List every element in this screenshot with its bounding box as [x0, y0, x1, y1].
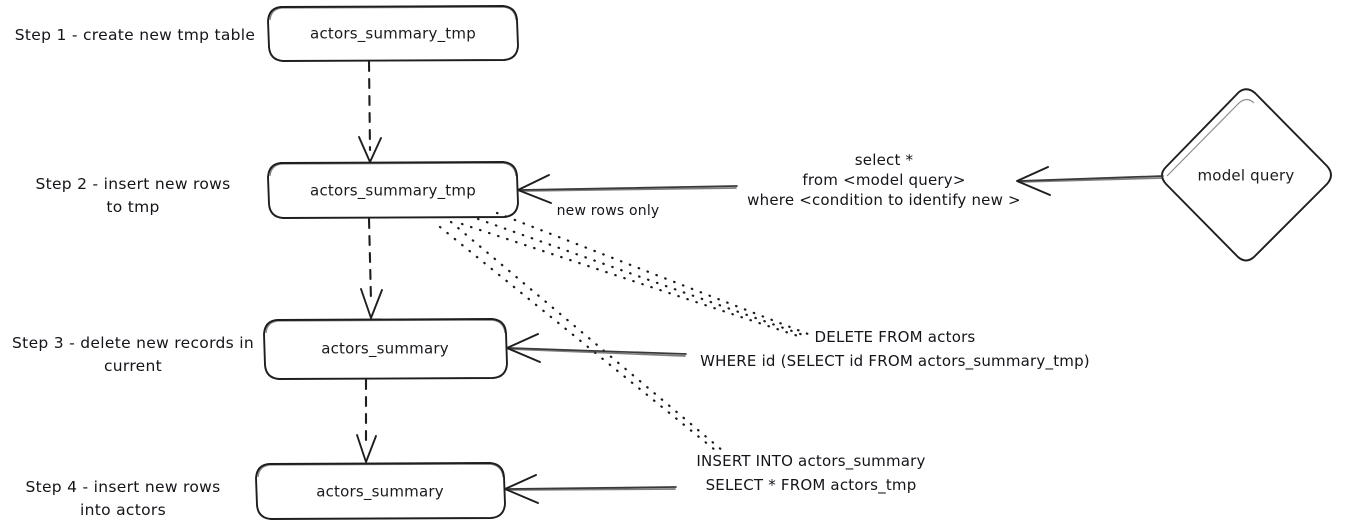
step-2-line-1: Step 2 - insert new rows: [35, 175, 230, 193]
step-1-line-1: Step 1 - create new tmp table: [15, 26, 256, 44]
step-4-label: Step 4 - insert new rows into actors: [25, 478, 220, 519]
node-actors-summary-tmp-1[interactable]: actors_summary_tmp: [267, 5, 519, 62]
new-rows-only-label: new rows only: [557, 203, 660, 219]
step-3-line-2: current: [104, 357, 162, 375]
connector-insert-into-node4: [504, 474, 677, 504]
step-3-line-1: Step 3 - delete new records in: [12, 334, 254, 352]
insert-sql-line-1: INSERT INTO actors_summary: [696, 452, 925, 471]
insert-sql-text: INSERT INTO actors_summary SELECT * FROM…: [696, 452, 925, 495]
connector-node1-to-node2: [358, 60, 382, 163]
connector-node3-to-node4: [356, 378, 377, 463]
node3-label: actors_summary: [321, 340, 449, 359]
node1-label: actors_summary_tmp: [310, 25, 476, 44]
node-actors-summary-tmp-2[interactable]: actors_summary_tmp: [267, 161, 519, 219]
step-4-line-1: Step 4 - insert new rows: [25, 478, 220, 496]
node4-label: actors_summary: [316, 483, 444, 502]
node2-label: actors_summary_tmp: [310, 182, 476, 201]
sql-line-select: select *: [855, 151, 914, 169]
node-actors-summary-3[interactable]: actors_summary: [263, 318, 508, 380]
leader-node2-to-delete-sql: [460, 211, 810, 340]
connector-node2-to-node3: [360, 217, 383, 319]
connector-delete-into-node3: [506, 333, 687, 363]
step-1-label: Step 1 - create new tmp table: [15, 26, 256, 44]
delete-sql-line-1: DELETE FROM actors: [815, 328, 976, 346]
delete-sql-text: DELETE FROM actors WHERE id (SELECT id F…: [700, 328, 1090, 371]
sql-line-where: where <condition to identify new >: [747, 191, 1021, 209]
step-2-line-2: to tmp: [106, 198, 159, 216]
model-query-label: model query: [1198, 167, 1295, 185]
node-model-query[interactable]: model query: [1161, 88, 1332, 262]
node-actors-summary-4[interactable]: actors_summary: [255, 462, 506, 520]
leader-node2-to-insert-sql: [438, 220, 725, 456]
step-2-label: Step 2 - insert new rows to tmp: [35, 175, 230, 216]
delete-sql-line-2: WHERE id (SELECT id FROM actors_summary_…: [700, 352, 1090, 371]
connector-model-query-to-sql: [1016, 166, 1164, 196]
step-4-line-2: into actors: [80, 501, 166, 519]
sql-line-from: from <model query>: [802, 171, 965, 189]
step-3-label: Step 3 - delete new records in current: [12, 334, 254, 375]
connector-new-rows-only: new rows only: [517, 174, 738, 219]
model-query-sql-text: select * from <model query> where <condi…: [747, 151, 1021, 209]
insert-sql-line-2: SELECT * FROM actors_tmp: [706, 476, 917, 495]
